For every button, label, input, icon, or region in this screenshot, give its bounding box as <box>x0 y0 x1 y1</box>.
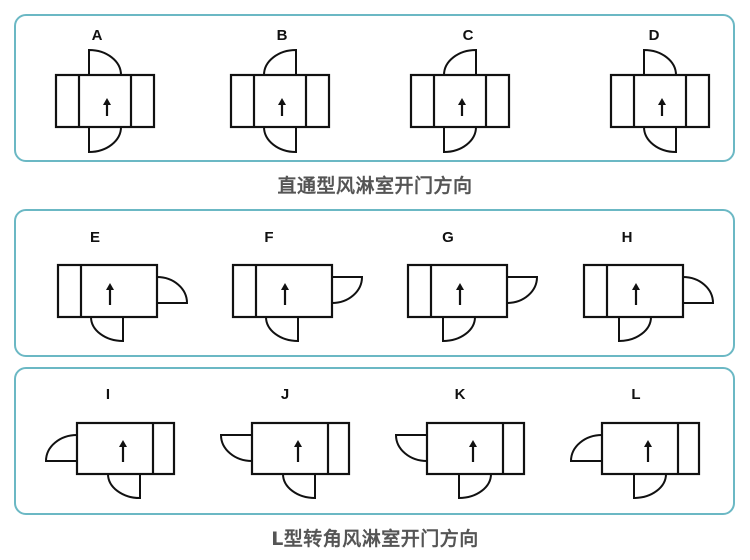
shower-room-diagram-f: F <box>231 229 364 343</box>
left-door-swing <box>44 434 78 462</box>
diagram-label: I <box>106 386 110 403</box>
airflow-direction-arrow-icon <box>469 440 477 462</box>
shower-room-diagram-i: I <box>44 386 176 500</box>
right-door-swing <box>682 276 715 304</box>
shower-room-diagram-h: H <box>582 229 715 343</box>
airflow-direction-arrow-icon <box>294 440 302 462</box>
airflow-direction-arrow-icon <box>106 283 114 305</box>
shower-room-diagram-b: B <box>229 27 331 154</box>
left-door-swing <box>394 434 428 462</box>
diagram-label: F <box>264 229 273 246</box>
bottom-door-swing <box>265 316 299 343</box>
airflow-direction-arrow-icon <box>281 283 289 305</box>
bottom-door-swing <box>443 126 477 154</box>
right-door-swing <box>331 276 364 304</box>
shower-room-diagram-c: C <box>409 27 511 154</box>
l-type-right-door-panel <box>14 209 735 357</box>
l-type-caption: L型转角风淋室开门方向 <box>271 528 479 550</box>
shower-room-outline <box>54 73 156 129</box>
shower-room-outline <box>409 73 511 129</box>
bottom-door-swing <box>90 316 124 343</box>
shower-room-diagram-l: L <box>569 386 701 500</box>
shower-room-outline <box>56 263 159 319</box>
shower-room-outline <box>582 263 685 319</box>
arrow-head <box>106 283 114 290</box>
bottom-door-swing <box>282 473 316 500</box>
shower-room-outline <box>609 73 711 129</box>
bottom-door-swing <box>643 126 677 154</box>
airflow-direction-arrow-icon <box>458 98 466 116</box>
top-door-swing <box>263 48 297 76</box>
top-door-swing <box>643 48 677 76</box>
shower-room-outline <box>406 263 509 319</box>
arrow-head <box>456 283 464 290</box>
shower-room-outline <box>231 263 334 319</box>
shower-room-outline <box>600 421 701 476</box>
left-door-swing <box>569 434 603 462</box>
shower-room-diagram-d: D <box>609 27 711 154</box>
airflow-direction-arrow-icon <box>119 440 127 462</box>
arrow-head <box>294 440 302 447</box>
shower-room-outline <box>250 421 351 476</box>
airflow-direction-arrow-icon <box>658 98 666 116</box>
diagram-label: K <box>455 386 466 403</box>
diagram-label: G <box>442 229 454 246</box>
arrow-head <box>119 440 127 447</box>
shower-room-outline <box>425 421 526 476</box>
bottom-door-swing <box>263 126 297 154</box>
bottom-door-swing <box>458 473 492 500</box>
l-type-left-door-panel <box>14 367 735 515</box>
bottom-door-swing <box>107 473 141 500</box>
left-door-swing <box>219 434 253 462</box>
bottom-door-swing <box>442 316 476 343</box>
bottom-door-swing <box>618 316 652 343</box>
shower-room-outline <box>229 73 331 129</box>
shower-room-diagram-j: J <box>219 386 351 500</box>
top-door-swing <box>88 48 122 76</box>
arrow-head <box>632 283 640 290</box>
arrow-head <box>469 440 477 447</box>
arrow-head <box>644 440 652 447</box>
shower-room-outline <box>75 421 176 476</box>
shower-room-diagram-e: E <box>56 229 189 343</box>
shower-room-diagram-a: A <box>54 27 156 154</box>
arrow-head <box>278 98 286 105</box>
arrow-head <box>658 98 666 105</box>
bottom-door-swing <box>88 126 122 154</box>
diagram-label: C <box>463 27 474 44</box>
airflow-direction-arrow-icon <box>644 440 652 462</box>
diagram-label: J <box>281 386 289 403</box>
airflow-direction-arrow-icon <box>103 98 111 116</box>
bottom-door-swing <box>633 473 667 500</box>
right-door-swing <box>506 276 539 304</box>
diagram-label: A <box>92 27 103 44</box>
arrow-head <box>103 98 111 105</box>
diagram-label: D <box>649 27 660 44</box>
straight-type-panel <box>14 14 735 162</box>
airflow-direction-arrow-icon <box>278 98 286 116</box>
arrow-head <box>281 283 289 290</box>
right-door-swing <box>156 276 189 304</box>
airflow-direction-arrow-icon <box>632 283 640 305</box>
top-door-swing <box>443 48 477 76</box>
arrow-head <box>458 98 466 105</box>
shower-room-diagram-k: K <box>394 386 526 500</box>
diagram-label: H <box>622 229 633 246</box>
straight-type-caption: 直通型风淋室开门方向 <box>277 175 473 197</box>
diagram-label: L <box>631 386 640 403</box>
airflow-direction-arrow-icon <box>456 283 464 305</box>
diagram-label: B <box>277 27 288 44</box>
shower-room-diagram-g: G <box>406 229 539 343</box>
diagram-label: E <box>90 229 100 246</box>
